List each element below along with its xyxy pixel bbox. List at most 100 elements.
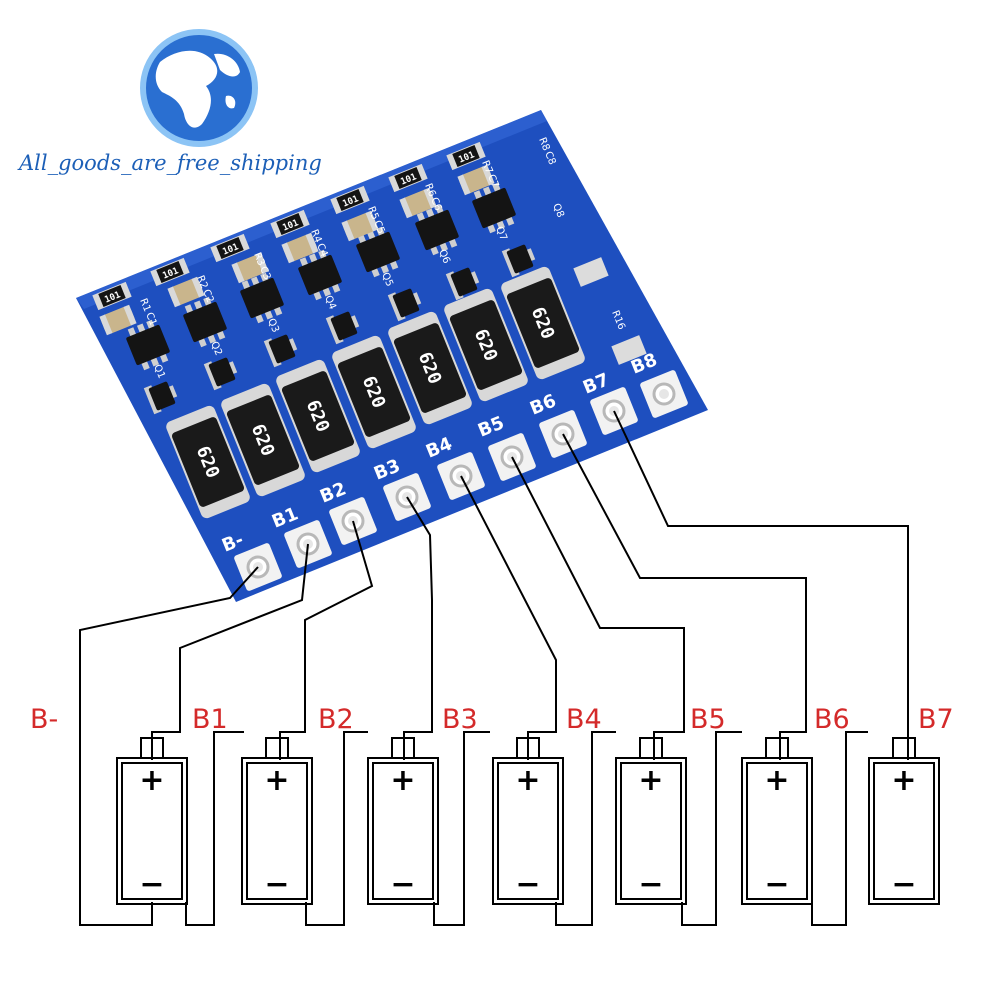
capacitor [457, 164, 495, 196]
cell-minus-label: − [390, 867, 415, 902]
cell-minus-label: − [515, 867, 540, 902]
silkscreen-label: C7 [485, 173, 500, 190]
cell-minus-label: − [264, 867, 289, 902]
cell-plus-label: + [139, 763, 164, 798]
node-label-b2: B2 [318, 704, 354, 735]
protection-ic [415, 204, 459, 256]
cell-plus-label: + [390, 763, 415, 798]
capacitor [341, 210, 379, 242]
silkscreen-label: Q4 [322, 294, 338, 311]
silkscreen-label: R6 [422, 182, 437, 198]
node-label-b5: B5 [690, 704, 726, 735]
small-resistor: 101 [92, 281, 132, 311]
silkscreen-label: Q3 [265, 317, 281, 334]
cell-plus-label: + [264, 763, 289, 798]
cell-plus-label: + [638, 763, 663, 798]
pad-b8 [640, 370, 688, 418]
battery-cell: +− [116, 737, 188, 905]
silkscreen-label: C1 [143, 311, 158, 328]
capacitor [399, 187, 437, 219]
silkscreen-label: C4 [314, 242, 329, 259]
silkscreen-label: R1 [137, 297, 152, 313]
silkscreen-label: R4 [308, 228, 323, 244]
r16-pad [611, 335, 647, 365]
protection-ic [183, 296, 227, 348]
wire [433, 731, 490, 926]
small-resistor: 101 [270, 209, 310, 239]
shunt-resistor: 620 [276, 359, 360, 473]
node-label-b4: B4 [566, 704, 602, 735]
small-resistor: 101 [330, 185, 370, 215]
battery-cell: +− [367, 737, 439, 905]
silkscreen-label: R8 [536, 136, 551, 152]
transistor [445, 267, 480, 301]
silkscreen-label: Q7 [493, 225, 509, 242]
node-label-b6: B6 [814, 704, 850, 735]
capacitor [99, 304, 137, 336]
wire [403, 496, 433, 760]
wire [305, 731, 368, 926]
wire [151, 543, 309, 760]
shunt-resistor: 620 [166, 405, 250, 519]
node-label-b1: B1 [192, 704, 228, 735]
shunt-resistor: 620 [332, 335, 416, 449]
cell-plus-label: + [891, 763, 916, 798]
cell-plus-label: + [515, 763, 540, 798]
silkscreen-label: Q8 [550, 202, 566, 219]
capacitor [167, 276, 205, 308]
cell-row: +−+−+−+−+−+−+− [116, 737, 940, 905]
wire [511, 456, 685, 760]
small-resistor: 101 [210, 233, 250, 263]
cell-minus-label: − [139, 867, 164, 902]
battery-cell: +− [492, 737, 564, 905]
wire [562, 433, 807, 760]
battery-cell: +− [241, 737, 313, 905]
balance-board: B-B1B2B3B4B5B6B7B86206206206206206206201… [76, 110, 708, 602]
r16-pad [573, 257, 609, 287]
wire [460, 475, 557, 760]
small-resistor: 101 [150, 257, 190, 287]
transistor [501, 244, 536, 278]
silkscreen-label: Q2 [208, 340, 224, 357]
silkscreen-label: Q6 [436, 248, 452, 265]
silkscreen-label: R7 [479, 159, 494, 175]
battery-cell: +− [741, 737, 813, 905]
transistor [325, 311, 360, 345]
globe-logo-icon [140, 29, 258, 147]
wiring [79, 410, 909, 926]
cell-minus-label: − [638, 867, 663, 902]
cell-plus-label: + [764, 763, 789, 798]
battery-cell: +− [615, 737, 687, 905]
capacitor [281, 232, 319, 264]
protection-ic [356, 226, 400, 278]
wire [185, 731, 244, 926]
silkscreen-label: C6 [428, 196, 443, 213]
shunt-resistor: 620 [388, 311, 472, 425]
silkscreen-label: R2 [194, 274, 209, 290]
silkscreen-label: C2 [200, 288, 215, 305]
battery-cell: +− [868, 737, 940, 905]
silkscreen-label: C3 [257, 265, 272, 282]
cell-minus-label: − [764, 867, 789, 902]
watermark-text: All_goods_are_free_shipping [17, 151, 322, 175]
wire [811, 731, 868, 926]
transistor [203, 357, 238, 391]
transistor [387, 288, 422, 322]
protection-ic [240, 272, 284, 324]
protection-ic [298, 249, 342, 301]
wire [279, 520, 374, 760]
transistor [263, 334, 298, 368]
node-label-b7: B7 [918, 704, 954, 735]
silkscreen-label: C5 [371, 219, 386, 236]
protection-ic [126, 319, 170, 371]
wire [79, 566, 259, 926]
silkscreen-label: C8 [542, 150, 557, 167]
wire [555, 731, 616, 926]
silkscreen-label: Q1 [151, 363, 167, 380]
shunt-resistor: 620 [501, 266, 585, 380]
node-label-bminus: B- [30, 704, 58, 735]
protection-ic [472, 182, 516, 234]
transistor [143, 381, 178, 415]
